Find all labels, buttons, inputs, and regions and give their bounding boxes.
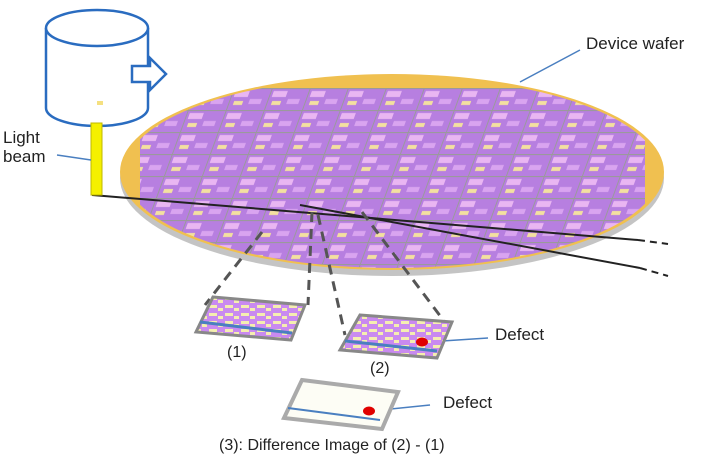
device-wafer — [120, 74, 664, 276]
difference-image-caption: (3): Difference Image of (2) - (1) — [219, 437, 445, 454]
image-2 — [337, 313, 455, 360]
defect-label-2: Defect — [495, 325, 545, 344]
light-beam — [90, 122, 103, 196]
defect-marker — [363, 406, 375, 416]
difference-image — [280, 377, 401, 432]
image-2-label: (2) — [370, 360, 390, 377]
defect-marker — [416, 337, 428, 347]
image-1 — [193, 295, 308, 342]
image-1-label: (1) — [227, 344, 247, 361]
light-beam-label-2: beam — [3, 147, 46, 166]
light-source-icon — [44, 8, 168, 128]
zoom-lines — [203, 211, 449, 336]
defect-label-3: Defect — [443, 393, 493, 412]
light-beam-label-1: Light — [3, 128, 40, 147]
lens-icon — [97, 101, 103, 105]
device-wafer-label: Device wafer — [586, 34, 685, 53]
